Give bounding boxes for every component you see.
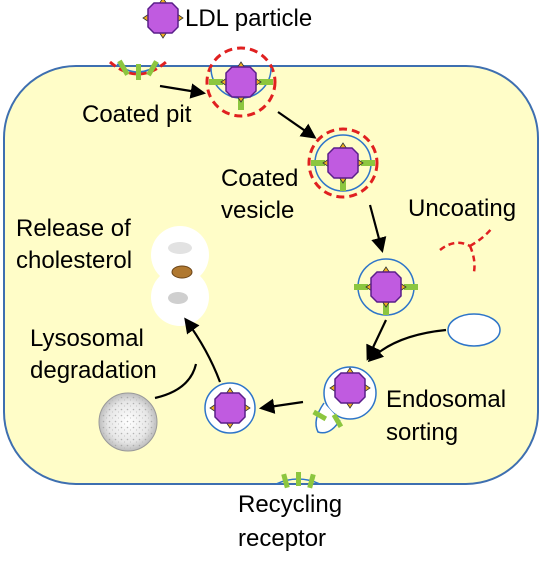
pathway-arrows	[154, 83, 447, 414]
empty-vesicle	[447, 313, 501, 347]
recycling-receptor-line1: Recycling	[238, 491, 342, 518]
arrow-vesicle-to-uncoat	[368, 204, 387, 253]
lysosome-icon	[98, 392, 158, 452]
endosomal-sorting-label-2: sorting	[386, 419, 458, 446]
recycling-receptor-label: Recycling	[238, 491, 342, 518]
lysosomal-degradation-label: Lysosomal	[30, 325, 144, 352]
coated-pit-membrane	[109, 59, 167, 80]
endosomal-sorting-line1: Endosomal	[386, 386, 506, 413]
receptor-icon	[117, 59, 130, 76]
uncoating-label: Uncoating	[408, 195, 516, 222]
receptor-icon	[136, 64, 141, 80]
uncoated-vesicle	[354, 258, 418, 316]
arrow-lysosome-curve	[154, 363, 198, 400]
arrow-lyso-to-release	[184, 317, 222, 383]
lysosomal-degradation-line2: degradation	[30, 357, 157, 384]
clathrin-coat-icon	[439, 227, 493, 273]
lysosomal-degradation-line1: Lysosomal	[30, 325, 144, 352]
recycling-receptor-line2: receptor	[238, 525, 326, 552]
receptor-icon	[146, 60, 159, 77]
endosomal-sorting-label: Endosomal	[386, 386, 506, 413]
coated-vesicle-label: Coated	[221, 165, 298, 192]
release-of-cholesterol-label-2: cholesterol	[16, 247, 132, 274]
coated-vesicle	[307, 127, 379, 199]
endosomal-sorting-line2: sorting	[386, 419, 458, 446]
release-of-cholesterol-line1: Release of	[16, 215, 131, 242]
legend-label: LDL particle	[185, 5, 312, 32]
recycling-receptor	[275, 472, 321, 489]
cholesterol-icon	[151, 226, 209, 326]
late-endosome	[204, 382, 256, 434]
arrow-endosome-to-late	[258, 398, 304, 414]
coated-vesicle-line2: vesicle	[221, 197, 294, 224]
arrow-pit-to-coated	[159, 83, 207, 99]
endosome	[312, 366, 377, 434]
lysosomal-degradation-label-2: degradation	[30, 357, 157, 384]
ldl-particle-icon	[142, 0, 184, 39]
arrow-vesicle-to-endosome	[367, 328, 447, 363]
release-of-cholesterol-label: Release of	[16, 215, 131, 242]
release-of-cholesterol-line2: cholesterol	[16, 247, 132, 274]
coated-pit	[205, 46, 277, 118]
arrow-coated-to-vesicle	[277, 111, 317, 139]
coated-vesicle-label-2: vesicle	[221, 197, 294, 224]
coated-pit-label: Coated pit	[82, 101, 192, 128]
coated-vesicle-line1: Coated	[221, 165, 298, 192]
recycling-receptor-label-2: receptor	[238, 525, 326, 552]
